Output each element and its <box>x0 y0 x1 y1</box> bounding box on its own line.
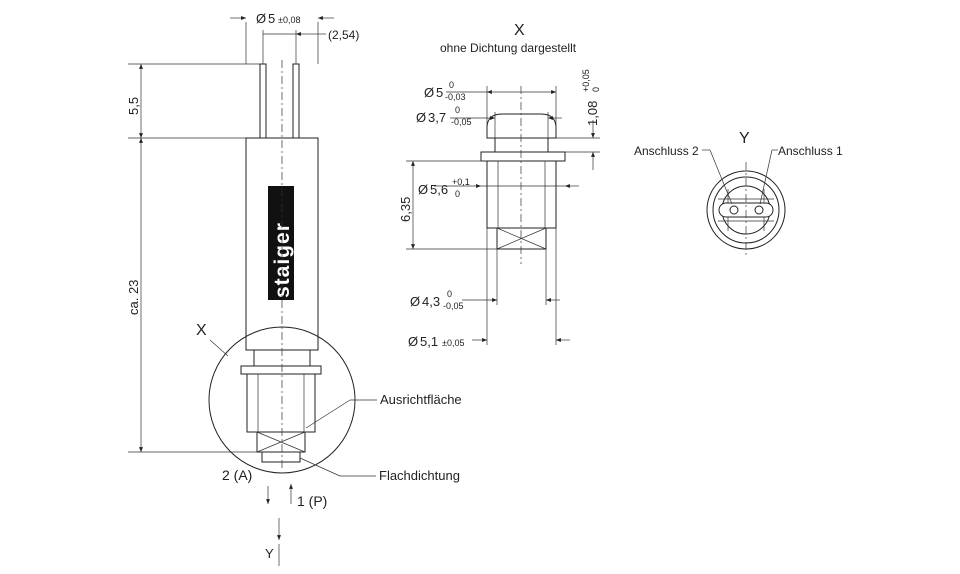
dim-diameter-symbol: Ø <box>256 11 266 26</box>
label-connection-2: Anschluss 2 <box>634 144 699 158</box>
dim-d56-symbol: Ø <box>418 182 428 197</box>
detail-flange <box>480 151 566 162</box>
left-side-view: staiger X Ø 5 ±0,08 (2,54) <box>126 11 462 566</box>
dim-d51-tol: ±0,05 <box>442 338 464 348</box>
flange <box>240 365 322 375</box>
logo-box <box>268 186 294 300</box>
bottom-port <box>261 451 301 463</box>
dim-diameter-value: 5 <box>268 11 275 26</box>
dim-d51-symbol: Ø <box>408 334 418 349</box>
dim-d43-tol-lower: -0,05 <box>443 301 464 311</box>
dim-diameter-tol: ±0,08 <box>278 15 300 25</box>
label-alignment-surface: Ausrichtfläche <box>380 392 462 407</box>
dim-d56-value: 5,6 <box>430 182 448 197</box>
detail-subtitle: ohne Dichtung dargestellt <box>440 41 577 55</box>
dim-h635: 6,35 <box>398 197 413 222</box>
label-connection-1: Anschluss 1 <box>778 144 843 158</box>
port-p-label: 1 (P) <box>297 493 327 509</box>
detail-view-x: X ohne Dichtung dargestellt Ø 5 0 -0,03 … <box>398 22 601 349</box>
dim-pin-spacing: (2,54) <box>328 28 359 42</box>
dim-d5-tol-upper: 0 <box>449 80 454 90</box>
pin-right <box>292 63 300 139</box>
dim-pin-length: 5,5 <box>126 97 141 115</box>
dim-h108-value: 1,08 <box>585 101 600 126</box>
dim-d51-value: 5,1 <box>420 334 438 349</box>
detail-neck <box>494 137 549 153</box>
detail-title: X <box>514 22 525 39</box>
view-label-y: Y <box>265 546 274 561</box>
lower-body <box>246 373 316 433</box>
dim-h108-tol-upper: +0,05 <box>581 69 591 92</box>
view-y-title: Y <box>739 130 750 147</box>
dim-d37-value: 3,7 <box>428 110 446 125</box>
dim-d56-tol-upper: +0,1 <box>452 177 470 187</box>
port-a-label: 2 (A) <box>222 467 252 483</box>
connection-2-port <box>729 205 739 215</box>
dim-d5-symbol: Ø <box>424 85 434 100</box>
dim-total-length: ca. 23 <box>126 280 141 315</box>
view-y: Y Anschluss 2 Anschluss 1 <box>634 130 843 256</box>
dim-d37-tol-lower: -0,05 <box>451 117 472 127</box>
dim-d37-tol-upper: 0 <box>455 105 460 115</box>
detail-head <box>486 113 557 139</box>
label-flat-seal: Flachdichtung <box>379 468 460 483</box>
detail-label-x: X <box>196 322 207 339</box>
dim-d43-value: 4,3 <box>422 294 440 309</box>
detail-body <box>486 160 557 229</box>
dim-d43-tol-upper: 0 <box>447 289 452 299</box>
dim-d37-symbol: Ø <box>416 110 426 125</box>
dim-d5-tol-lower: -0,03 <box>445 92 466 102</box>
brand-logo: staiger <box>271 222 294 298</box>
dim-d43-symbol: Ø <box>410 294 420 309</box>
pin-left <box>259 63 267 139</box>
detail-seal-area <box>496 227 547 250</box>
dim-d5-value: 5 <box>436 85 443 100</box>
dim-d56-tol-lower: 0 <box>455 189 460 199</box>
dim-h108-tol-lower: 0 <box>591 87 601 92</box>
connection-1-port <box>754 205 764 215</box>
